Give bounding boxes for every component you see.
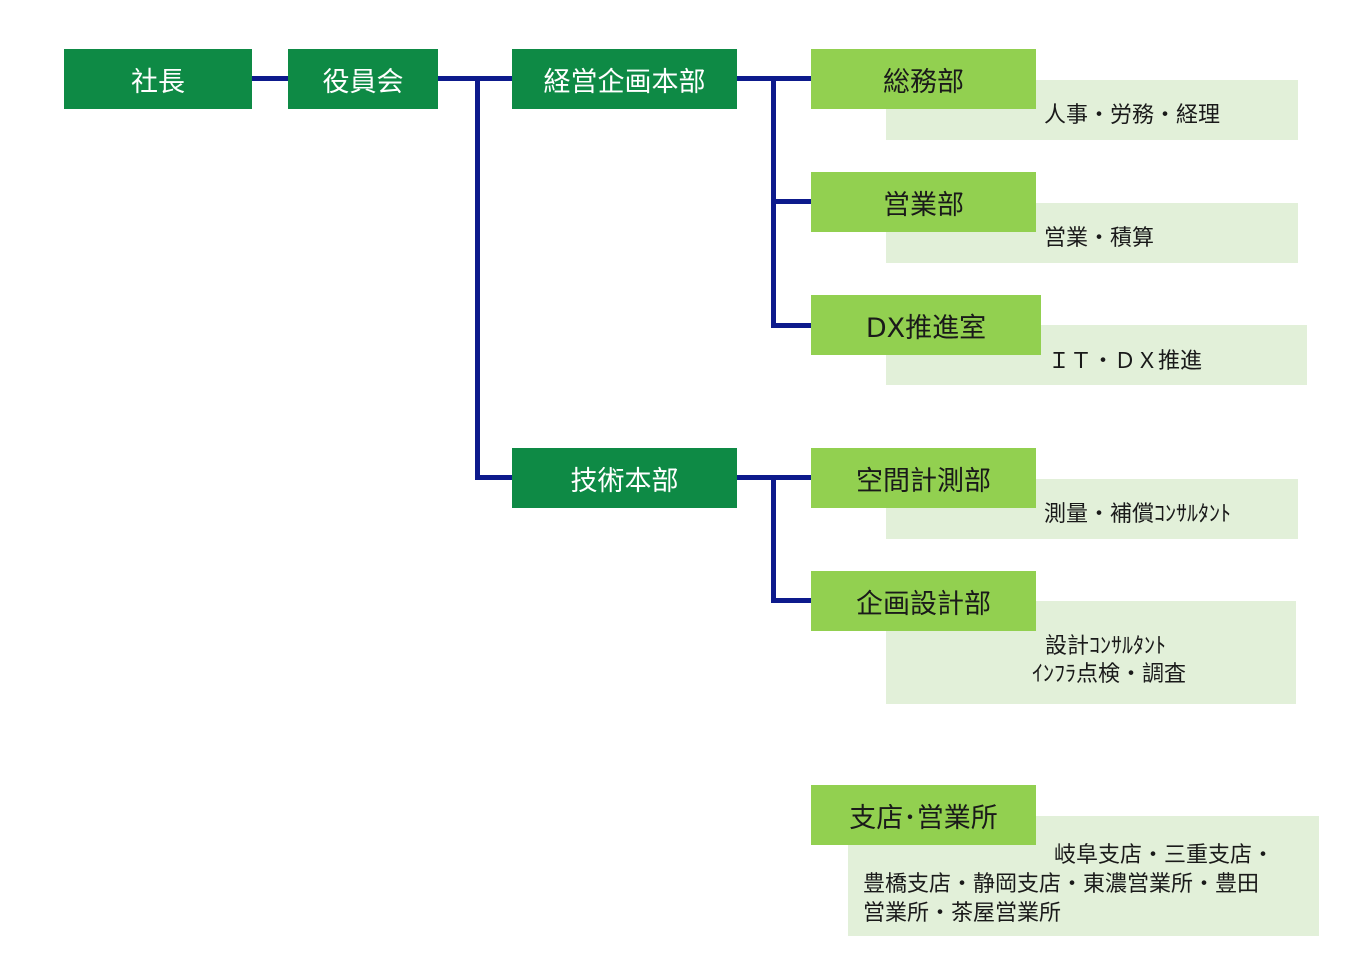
description-spatial-survey-text: 測量・補償ｺﾝｻﾙﾀﾝﾄ	[1044, 502, 1232, 527]
connector-president-board	[251, 76, 289, 81]
node-branches: 支店･営業所	[811, 785, 1036, 845]
node-sales: 営業部	[811, 172, 1036, 232]
connector-to-dx	[771, 323, 812, 328]
node-general-affairs: 総務部	[811, 49, 1036, 109]
description-branches-line1: 岐阜支店・三重支店・	[1054, 843, 1275, 868]
description-sales-text: 営業・積算	[1044, 226, 1155, 251]
node-dx-office: DX推進室	[811, 295, 1041, 355]
description-branches-line2: 豊橋支店・静岡支店・東濃営業所・豊田	[863, 872, 1260, 897]
description-planning-design-line1: 設計ｺﾝｻﾙﾀﾝﾄ	[1045, 634, 1167, 659]
node-president: 社長	[64, 49, 252, 109]
description-general-affairs: 人事・労務・経理	[886, 80, 1298, 140]
node-spatial-survey: 空間計測部	[811, 448, 1036, 508]
description-branches-line3: 営業所・茶屋営業所	[863, 901, 1062, 926]
connector-trunk-engineering	[475, 475, 513, 480]
node-engineering-hq: 技術本部	[512, 448, 737, 508]
connector-trunk-vertical	[475, 76, 480, 480]
description-dx-office-text: ＩＴ・ＤＸ推進	[1048, 349, 1203, 374]
node-board: 役員会	[288, 49, 438, 109]
description-general-affairs-text: 人事・労務・経理	[1044, 103, 1221, 128]
node-planning-design: 企画設計部	[811, 571, 1036, 631]
description-planning-design-line2: ｲﾝﾌﾗ点検・調査	[1032, 662, 1187, 687]
description-sales: 営業・積算	[886, 203, 1298, 263]
connector-engineering-vertical	[771, 475, 776, 603]
node-management-hq: 経営企画本部	[512, 49, 737, 109]
connector-to-planning-design	[771, 598, 812, 603]
connector-to-sales	[771, 199, 812, 204]
